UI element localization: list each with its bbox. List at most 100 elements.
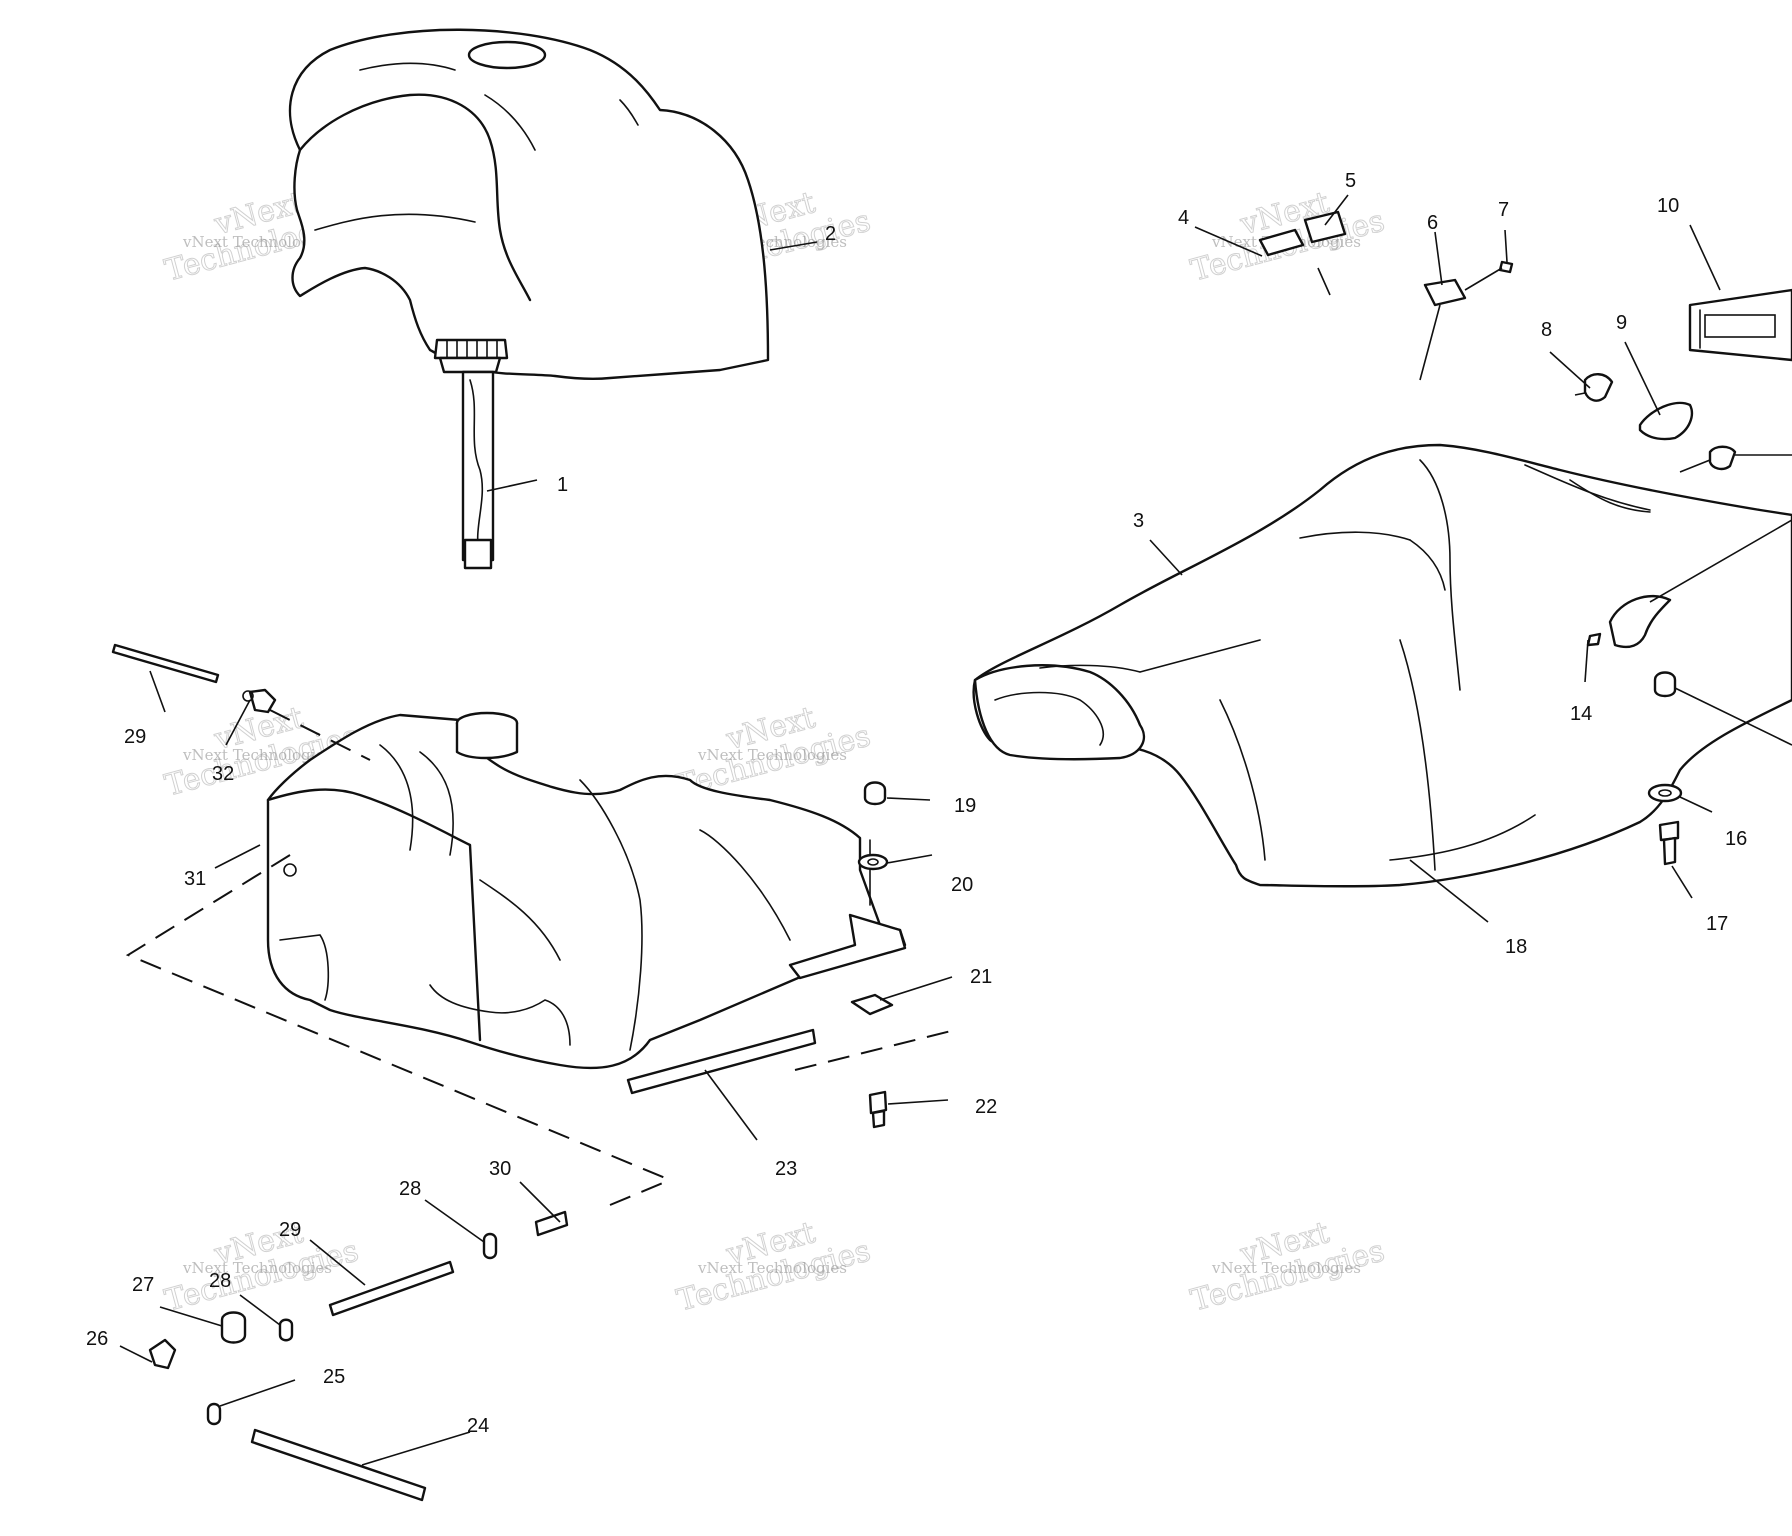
fuel-tank-front-face — [266, 788, 482, 1042]
leader-23 — [704, 1069, 758, 1141]
clip-25 — [206, 1402, 222, 1426]
leader-27 — [159, 1306, 223, 1327]
leader-12 — [1649, 519, 1792, 603]
leader-26 — [119, 1345, 153, 1363]
fuel-tank-mount-flange — [788, 913, 907, 980]
leader-31 — [214, 844, 261, 869]
lens-4 — [1258, 228, 1305, 257]
fuel-gauge — [433, 338, 509, 570]
bulb-8 — [1583, 373, 1614, 402]
leader-8 — [1549, 351, 1591, 396]
leader-20 — [886, 854, 933, 864]
leader-16 — [1679, 796, 1713, 813]
fuel-gauge-float — [463, 538, 493, 570]
fuel-gauge-collar — [438, 356, 502, 374]
leader-24 — [361, 1431, 471, 1466]
washer-16 — [1647, 783, 1683, 803]
seat-contour — [1399, 639, 1436, 871]
watermark-small: vNext Technologies — [182, 233, 332, 251]
bolt-17-head — [1658, 820, 1680, 842]
callout-4: 4 — [1178, 207, 1189, 229]
hose-24 — [250, 1428, 427, 1502]
fuel-tank-contour — [429, 984, 571, 1046]
watermark-small: vNext Technologies — [697, 1259, 847, 1277]
washer-20 — [857, 853, 889, 871]
leader-30 — [519, 1181, 561, 1223]
callout-6: 6 — [1427, 212, 1438, 234]
dashed-guide-line — [794, 1029, 956, 1071]
dashed-guide-line — [269, 709, 371, 761]
callout-9: 9 — [1616, 312, 1627, 334]
leader-1 — [486, 479, 538, 492]
callout-27: 27 — [132, 1274, 154, 1296]
leader-19 — [886, 797, 931, 801]
taillight-housing-body — [1688, 288, 1792, 362]
seat-bracket — [1608, 595, 1672, 649]
callout-32: 32 — [212, 763, 234, 785]
callout-8: 8 — [1541, 319, 1552, 341]
seat — [972, 443, 1792, 888]
leader-29-bottom — [309, 1239, 366, 1286]
callout-20: 20 — [951, 874, 973, 896]
vent-fitting-32-ring — [242, 690, 254, 702]
taillight-housing-lens — [1704, 314, 1776, 338]
fuel-tank-strap — [419, 751, 454, 856]
leader-28-a — [424, 1199, 485, 1243]
tank-cover-contour — [619, 99, 639, 126]
fuel-tank-vent — [283, 863, 297, 877]
leader-29-top — [149, 670, 166, 713]
seat-contour — [1419, 459, 1461, 691]
tank-cover-contour — [314, 213, 476, 231]
callout-10: 10 — [1657, 195, 1679, 217]
leader-22 — [887, 1099, 949, 1105]
fuel-tank-neck — [455, 721, 519, 760]
callout-25: 25 — [323, 1366, 345, 1388]
pin-30 — [534, 1210, 569, 1237]
rod-29-top — [111, 643, 220, 684]
callout-28-b: 28 — [209, 1270, 231, 1292]
seat-hollow — [1569, 479, 1651, 513]
callout-14: 14 — [1570, 703, 1592, 725]
rod-29-bottom — [328, 1260, 455, 1317]
callout-29: 29 — [124, 726, 146, 748]
callout-7: 7 — [1498, 199, 1509, 221]
washer-16-hole — [1658, 789, 1672, 797]
tank-cover-contour — [484, 94, 536, 151]
callout-26: 26 — [86, 1328, 108, 1350]
callout-19: 19 — [954, 795, 976, 817]
screw-7 — [1498, 260, 1514, 274]
callout-3: 3 — [1133, 510, 1144, 532]
screw-14 — [1586, 632, 1602, 647]
fuel-gauge-knurling — [446, 339, 498, 359]
washer-20-hole — [867, 858, 879, 866]
nut-15 — [1653, 671, 1677, 698]
taillight-housing — [1688, 288, 1792, 362]
lens-5 — [1303, 210, 1347, 244]
callout-21: 21 — [970, 966, 992, 988]
seat-strap — [1409, 539, 1446, 591]
grommet-27 — [220, 1311, 247, 1344]
fuel-gauge-wire — [469, 379, 484, 556]
leader-25 — [219, 1379, 296, 1407]
elbow-26 — [148, 1338, 177, 1370]
callout-numbers: 1 2 3 4 5 6 7 8 9 10 14 16 17 18 19 20 2… — [86, 170, 1747, 1437]
callout-31: 31 — [184, 868, 206, 890]
bulb-socket — [1708, 445, 1737, 471]
callout-18: 18 — [1505, 936, 1527, 958]
leader-7 — [1464, 229, 1508, 291]
leader-14 — [1584, 639, 1589, 683]
spacer-28-a — [482, 1232, 498, 1260]
fuel-tank — [266, 711, 907, 1070]
fuel-gauge-cap — [433, 338, 509, 360]
seat-contour — [1524, 464, 1651, 511]
seat-contour — [1039, 639, 1261, 673]
tank-cover — [288, 28, 770, 381]
reflector-6 — [1423, 278, 1467, 307]
nut-19 — [863, 781, 887, 806]
dashed-guide-line — [125, 854, 671, 1181]
leader-lines — [119, 194, 1792, 1466]
seat-contour — [1219, 699, 1266, 861]
watermark-small: vNext Technologies — [182, 1259, 332, 1277]
fuel-tank-contour — [699, 829, 791, 941]
